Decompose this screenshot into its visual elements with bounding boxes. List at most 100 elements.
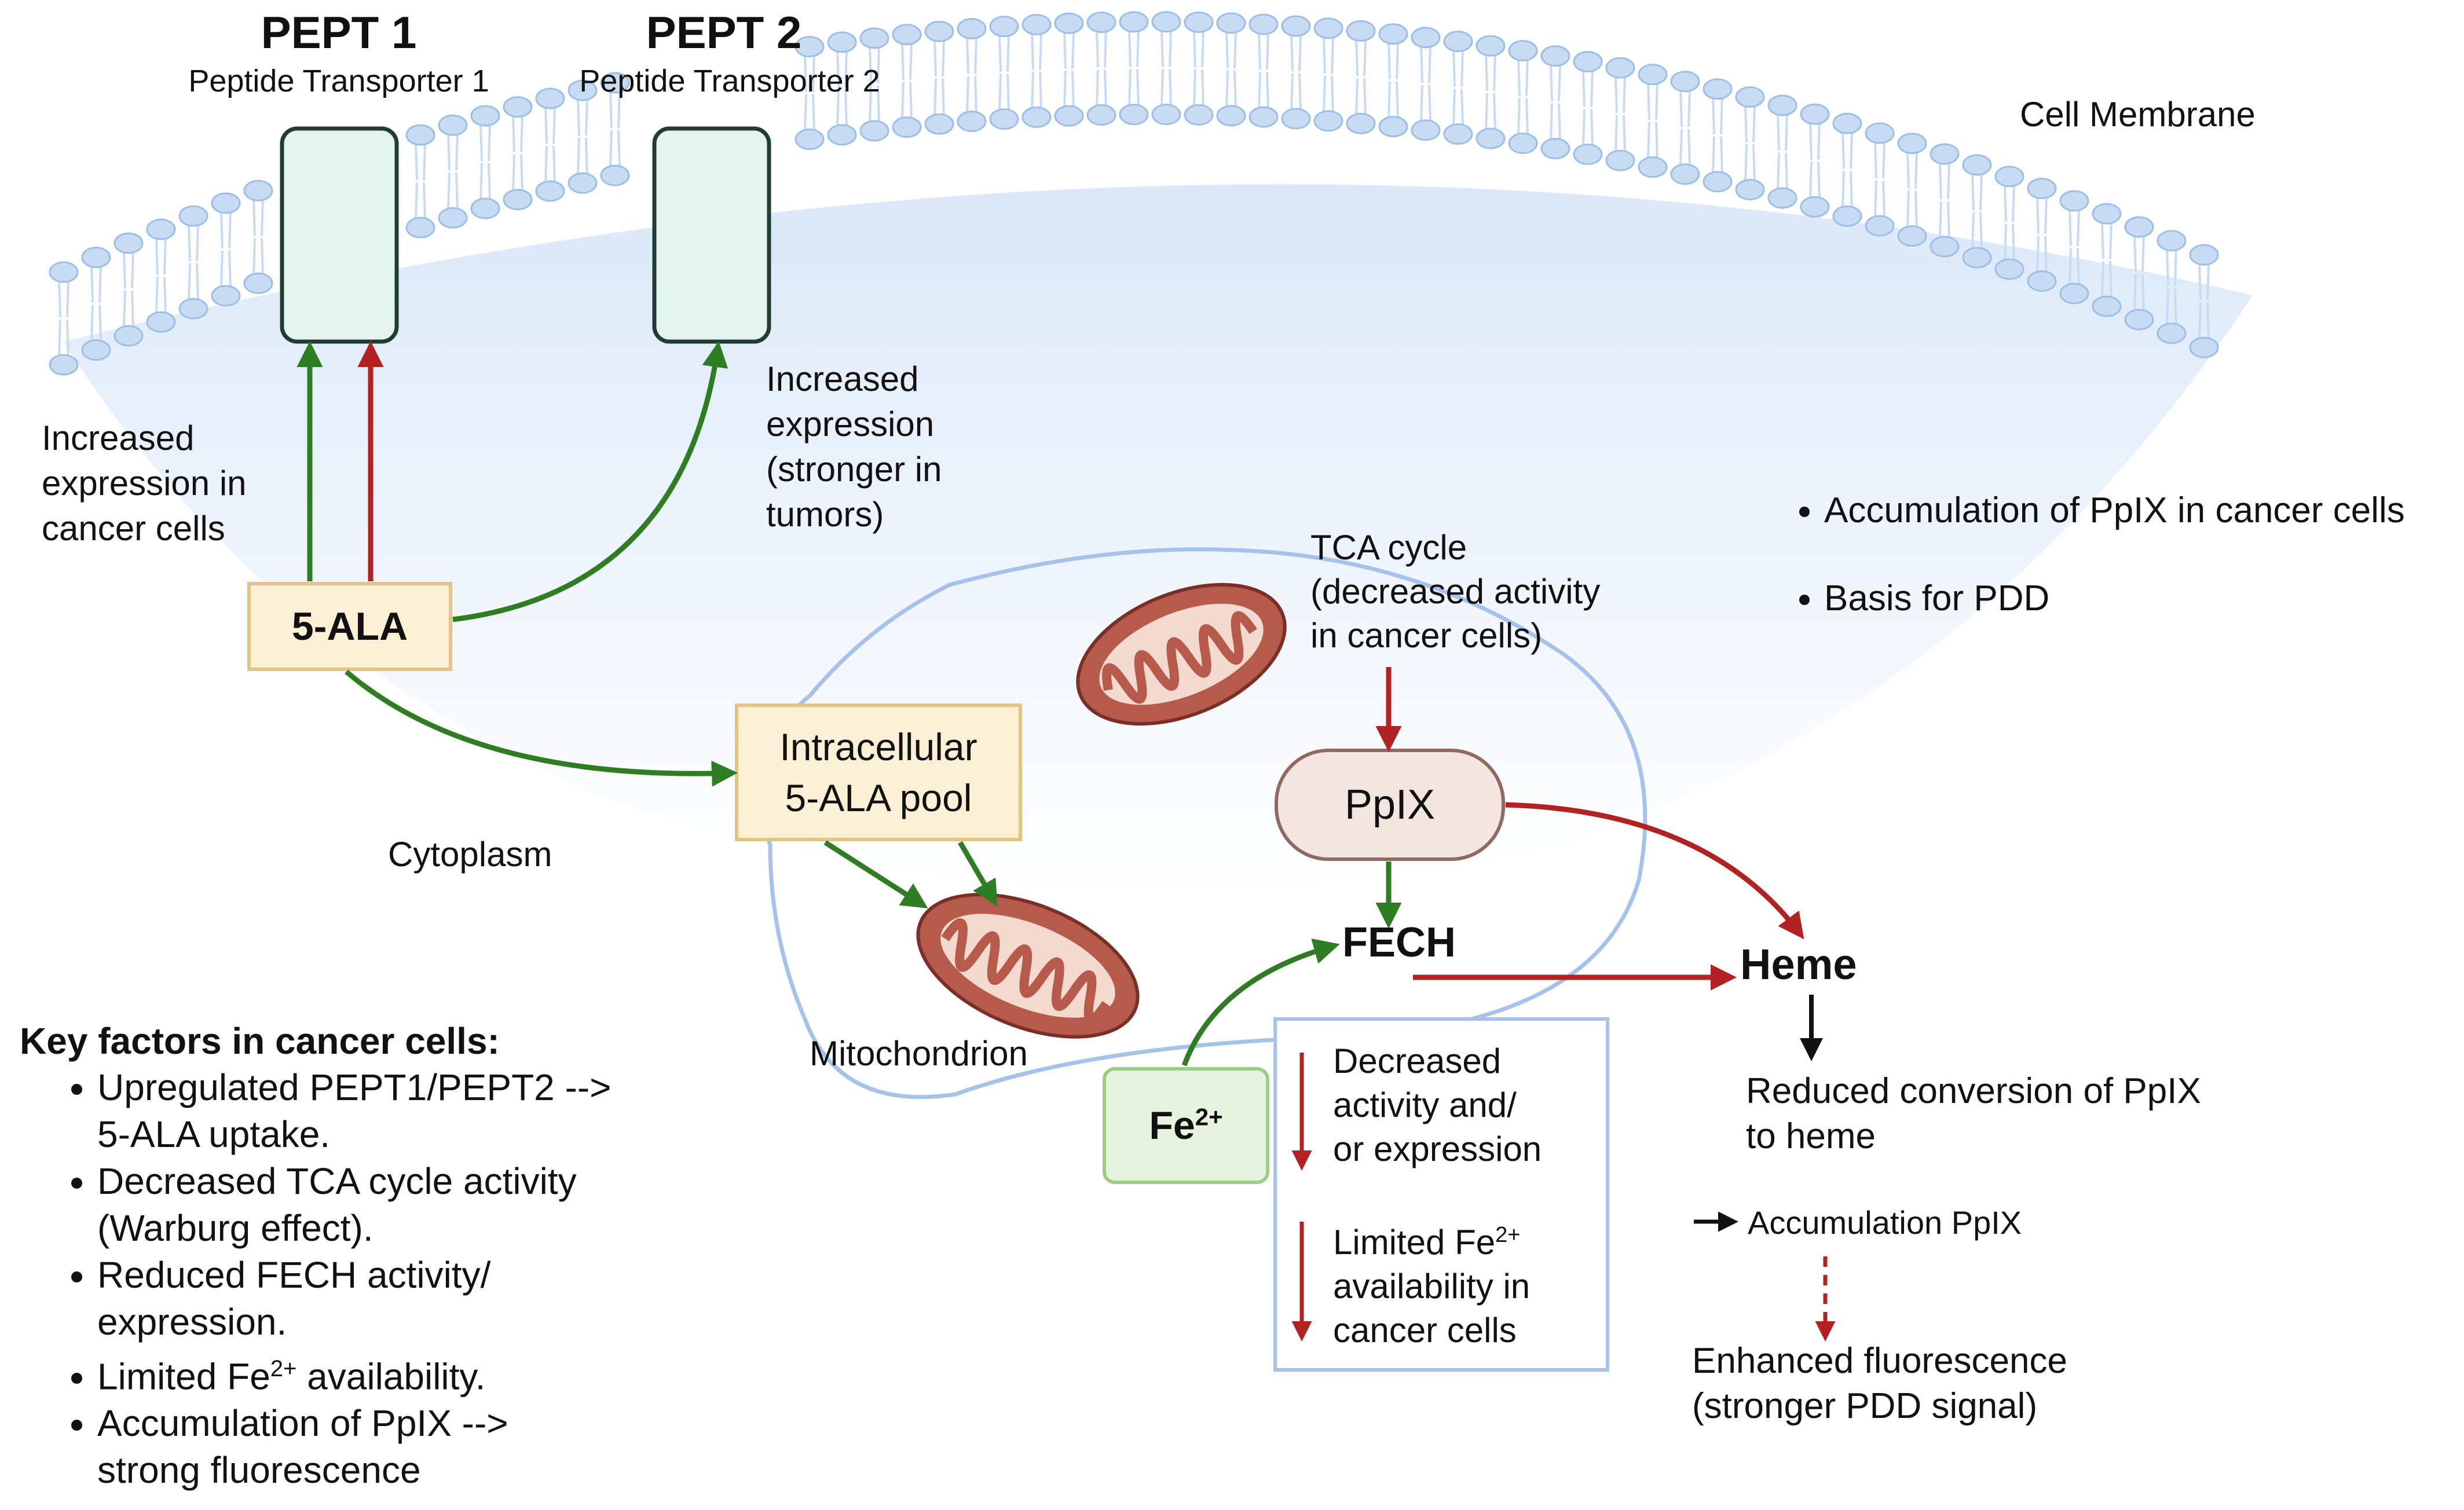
- lipid-head: [405, 124, 435, 146]
- arrow-fe-to-fech: [1181, 938, 1340, 1066]
- lipid-tail: [1517, 58, 1529, 96]
- note-line: (decreased activity: [1310, 572, 1601, 611]
- lipid-head: [1865, 122, 1895, 144]
- right-bullet-item: Accumulation of PpIX in cancer cells: [1824, 467, 2405, 555]
- lipid-head: [1540, 45, 1570, 67]
- pool-line: 5-ALA pool: [785, 776, 972, 819]
- ppix-label: PpIX: [1276, 750, 1503, 859]
- lipid-head: [1022, 107, 1052, 129]
- lipid-tail: [1582, 69, 1594, 107]
- lipid-head: [1054, 12, 1084, 34]
- lipid-head: [924, 113, 954, 135]
- lipid-head: [2189, 244, 2219, 266]
- lipid-tail: [998, 74, 1010, 111]
- lipid-head: [957, 111, 987, 133]
- note-line: tumors): [766, 495, 884, 534]
- lipid-head: [535, 180, 565, 202]
- lipid-tail: [577, 138, 588, 175]
- lipid-tail: [1128, 30, 1140, 67]
- arrow-ppix-to-heme: [1505, 802, 1804, 940]
- pept2-subtitle: Peptide Transporter 2: [579, 64, 880, 98]
- lipid-head: [2092, 295, 2122, 317]
- lipid-tail: [869, 46, 880, 83]
- black-arrows: [1694, 995, 1823, 1232]
- arrow-ala-to-pept2: [452, 341, 728, 622]
- lipid-tail: [1160, 69, 1172, 107]
- lipid-tail: [155, 237, 167, 275]
- lipid-tail: [966, 76, 977, 113]
- lipid-tail: [577, 98, 588, 136]
- lipid-head: [503, 189, 533, 211]
- info-line: or expression: [1333, 1130, 1542, 1168]
- lipid-head: [243, 179, 273, 201]
- lipid-head: [1249, 13, 1279, 35]
- lipid-tail: [2198, 263, 2210, 300]
- lipid-head: [1216, 105, 1246, 127]
- lipid-head: [1281, 15, 1311, 37]
- note-line: Increased: [766, 360, 919, 398]
- lipid-tail: [1679, 89, 1691, 127]
- lipid-tail: [252, 238, 264, 276]
- green-arrows: [296, 341, 1402, 1066]
- lipid-tail: [512, 154, 523, 192]
- lipid-tail: [804, 94, 815, 131]
- lipid-tail: [1485, 54, 1496, 91]
- lipid-tail: [901, 82, 913, 119]
- lipid-tail: [1225, 70, 1237, 108]
- lipid-tail: [1323, 75, 1334, 113]
- lipid-head: [1346, 112, 1376, 134]
- lipid-tail: [1841, 131, 1853, 169]
- lipid-head: [1897, 225, 1927, 247]
- lipid-head: [2124, 309, 2154, 331]
- lipid-tail: [1452, 49, 1464, 87]
- lipid-tail: [1063, 71, 1075, 108]
- lipid-head: [114, 325, 144, 347]
- lipid-tail: [90, 305, 102, 342]
- lipid-head: [1249, 106, 1279, 128]
- right-bullets: Accumulation of PpIX in cancer cells Bas…: [1788, 467, 2405, 643]
- fe-text: Fe2+: [1149, 1103, 1223, 1148]
- lipid-tail: [1258, 32, 1269, 70]
- lipid-head: [1119, 104, 1149, 126]
- note-line: Reduced conversion of PpIX: [1746, 1071, 2201, 1111]
- lipid-head: [827, 31, 857, 53]
- arrow-pool-to-mito-2: [958, 841, 998, 907]
- lipid-tail: [933, 79, 945, 116]
- lipid-head: [1573, 144, 1603, 166]
- lipid-head: [1605, 149, 1635, 171]
- lipid-head: [49, 354, 79, 376]
- reduced-conversion-note: Reduced conversion of PpIX to heme: [1746, 1069, 2201, 1159]
- lipid-tail: [1096, 30, 1107, 68]
- lipid-tail: [155, 277, 167, 314]
- lipid-tail: [512, 115, 523, 152]
- lipid-tail: [1582, 109, 1594, 146]
- accumulation-note: Accumulation PpIX: [1748, 1204, 2022, 1241]
- lipid-head: [1703, 171, 1733, 193]
- lipid-head: [146, 311, 176, 333]
- lipid-head: [989, 16, 1019, 38]
- lipid-head: [957, 18, 987, 40]
- lipid-head: [1151, 104, 1181, 126]
- lipid-tail: [447, 133, 459, 171]
- lipid-head: [2027, 270, 2057, 292]
- lipid-tail: [609, 90, 621, 129]
- lipid-head: [2027, 178, 2057, 200]
- lipid-head: [1313, 17, 1343, 39]
- lipid-tail: [1517, 98, 1529, 135]
- lipid-head: [2189, 336, 2219, 358]
- lipid-tail: [1323, 36, 1334, 74]
- pept2-expression-note: Increased expression (stronger in tumors…: [766, 357, 942, 537]
- lipid-head: [114, 232, 144, 254]
- lipid-head: [1086, 104, 1116, 126]
- lipid-tail: [1193, 69, 1204, 107]
- lipid-tail: [1744, 144, 1756, 182]
- lipid-tail: [1712, 136, 1723, 174]
- lipid-head: [1638, 156, 1668, 178]
- key-factor-item: Upregulated PEPT1/PEPT2 --> 5-ALA uptake…: [97, 1064, 612, 1158]
- lipid-tail: [2036, 196, 2048, 234]
- lipid-tail: [544, 106, 556, 144]
- lipid-head: [1022, 14, 1052, 36]
- pept1-expression-note: Increased expression in cancer cells: [42, 416, 247, 551]
- lipid-tail: [1258, 71, 1269, 109]
